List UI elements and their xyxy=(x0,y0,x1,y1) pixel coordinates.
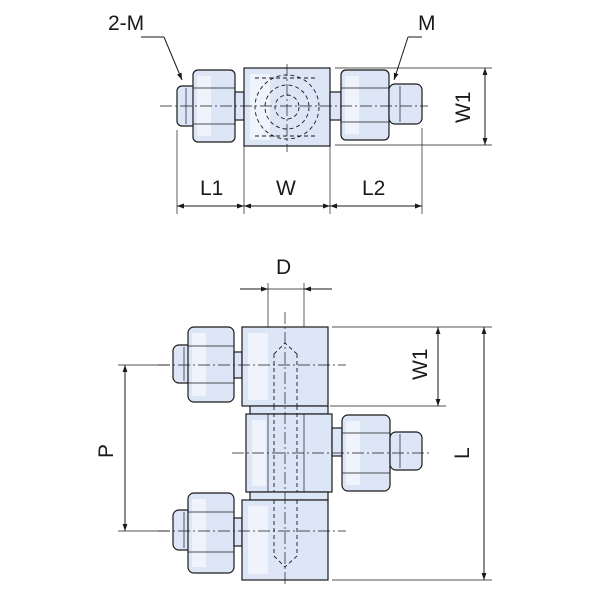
front-view: D P W1 L xyxy=(95,256,492,584)
right-fitting-front xyxy=(331,414,423,492)
leader-2m xyxy=(163,36,183,81)
leader-m xyxy=(393,36,409,81)
label-m: M xyxy=(418,12,436,35)
right-fitting xyxy=(329,69,423,141)
label-l: L xyxy=(451,447,474,459)
label-l2: L2 xyxy=(362,177,385,200)
lower-left-fitting xyxy=(172,492,243,574)
label-w1-front: W1 xyxy=(409,349,432,381)
upper-left-fitting xyxy=(172,326,243,403)
label-w1-top: W1 xyxy=(452,92,475,124)
label-p: P xyxy=(95,444,118,458)
label-l1: L1 xyxy=(200,177,223,200)
label-w: W xyxy=(276,177,296,200)
label-d: D xyxy=(276,256,291,279)
top-view: 2-M M L1 W L2 W1 xyxy=(108,12,492,214)
label-2-m: 2-M xyxy=(108,12,144,35)
